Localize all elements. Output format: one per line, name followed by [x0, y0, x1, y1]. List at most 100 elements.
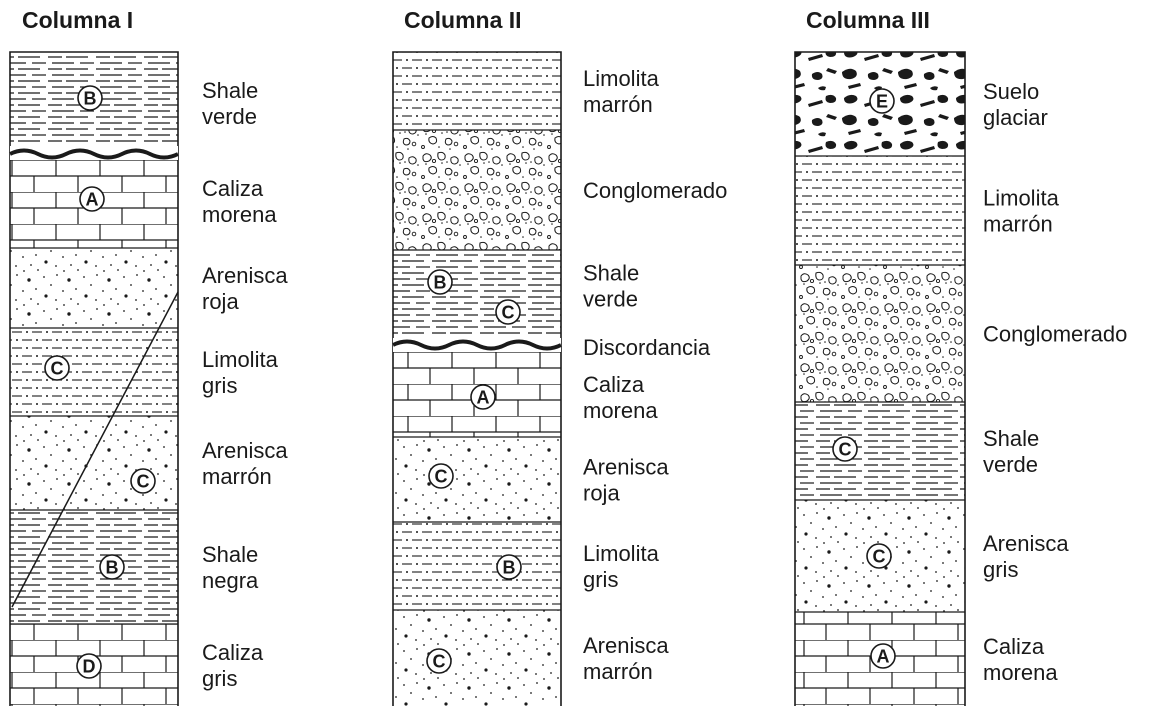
layer-label: glaciar — [983, 105, 1048, 130]
layer-label: marrón — [983, 212, 1053, 237]
marker-c-label: C — [502, 303, 515, 323]
marker-a-label: A — [86, 190, 99, 210]
layer-conglomerate: Conglomerado — [795, 264, 1127, 402]
unconformity-label: Discordancia — [583, 335, 711, 360]
layer-label: gris — [983, 557, 1018, 582]
marker-circle — [496, 554, 522, 580]
layer-label: Limolita — [983, 186, 1060, 211]
column-title: Columna III — [806, 7, 930, 33]
marker-c-label: C — [435, 467, 448, 487]
marker-circle — [76, 653, 102, 679]
column-title: Columna II — [404, 7, 522, 33]
layer-label: Arenisca — [583, 633, 669, 658]
column-frame — [9, 51, 179, 706]
marker-e-label: E — [876, 92, 888, 112]
layer-fill — [393, 610, 561, 706]
marker-circle — [870, 643, 896, 669]
layer-conglomerate: Conglomerado — [393, 129, 727, 250]
layer-fill — [795, 156, 965, 265]
layer-label: Caliza — [983, 634, 1045, 659]
layer-label: Suelo — [983, 79, 1039, 104]
marker-circle — [866, 543, 892, 569]
column-3: Columna IIISueloglaciarELimolitamarrónCo… — [794, 7, 1127, 706]
layer-label: Shale — [202, 542, 258, 567]
marker-circle — [44, 355, 70, 381]
layer-fill — [393, 130, 561, 250]
marker-circle — [832, 436, 858, 462]
marker-c-label: C — [51, 359, 64, 379]
layer-label: gris — [202, 373, 237, 398]
marker-circle — [495, 299, 521, 325]
marker-circle — [427, 269, 453, 295]
layer-fill — [393, 250, 561, 345]
marker-circle — [77, 85, 103, 111]
layer-label: morena — [583, 398, 658, 423]
layer-label: verde — [202, 104, 257, 129]
layer-label: verde — [583, 287, 638, 312]
layer-fill — [393, 52, 561, 130]
marker-a-label: A — [877, 647, 890, 667]
layer-label: verde — [983, 452, 1038, 477]
marker-circle — [470, 384, 496, 410]
marker-b-label: B — [434, 273, 447, 293]
layer-fill — [10, 416, 178, 510]
marker-b-label: B — [84, 89, 97, 109]
layer-label: Shale — [202, 78, 258, 103]
column-frame — [794, 51, 966, 706]
column-title: Columna I — [22, 7, 133, 33]
layer-label: roja — [583, 481, 620, 506]
layer-fill — [10, 328, 178, 416]
layer-label: Caliza — [583, 372, 645, 397]
layer-label: marrón — [583, 92, 653, 117]
marker-c-label: C — [433, 652, 446, 672]
marker-circle — [79, 186, 105, 212]
layer-label: Limolita — [583, 66, 660, 91]
layer-label: negra — [202, 568, 259, 593]
marker-b-label: B — [106, 558, 119, 578]
column-frame — [392, 51, 562, 706]
layer-label: roja — [202, 289, 239, 314]
layer-label: Caliza — [202, 640, 264, 665]
layer-label: Arenisca — [202, 263, 288, 288]
layer-label: Arenisca — [583, 455, 669, 480]
layer-label: marrón — [202, 464, 272, 489]
marker-d-label: D — [83, 657, 96, 677]
layer-fill — [393, 437, 561, 522]
layer-label: Shale — [983, 426, 1039, 451]
layer-label: morena — [202, 202, 277, 227]
column-2: Columna IILimolitamarrónConglomeradoShal… — [392, 7, 727, 706]
marker-c-label: C — [137, 472, 150, 492]
marker-a-label: A — [477, 388, 490, 408]
layer-fill — [10, 248, 178, 328]
layer-label: Shale — [583, 261, 639, 286]
column-1: Columna IShaleverdeBCalizamorenaAArenisc… — [9, 7, 288, 706]
marker-b-label: B — [503, 558, 516, 578]
marker-circle — [428, 463, 454, 489]
layer-label: Limolita — [202, 347, 279, 372]
marker-c-label: C — [839, 440, 852, 460]
layer-label: Caliza — [202, 176, 264, 201]
marker-circle — [426, 648, 452, 674]
layer-label: marrón — [583, 659, 653, 684]
layer-label: Conglomerado — [583, 178, 727, 203]
layer-label: Arenisca — [202, 438, 288, 463]
unconformity-line — [392, 339, 562, 351]
marker-c-label: C — [873, 547, 886, 567]
